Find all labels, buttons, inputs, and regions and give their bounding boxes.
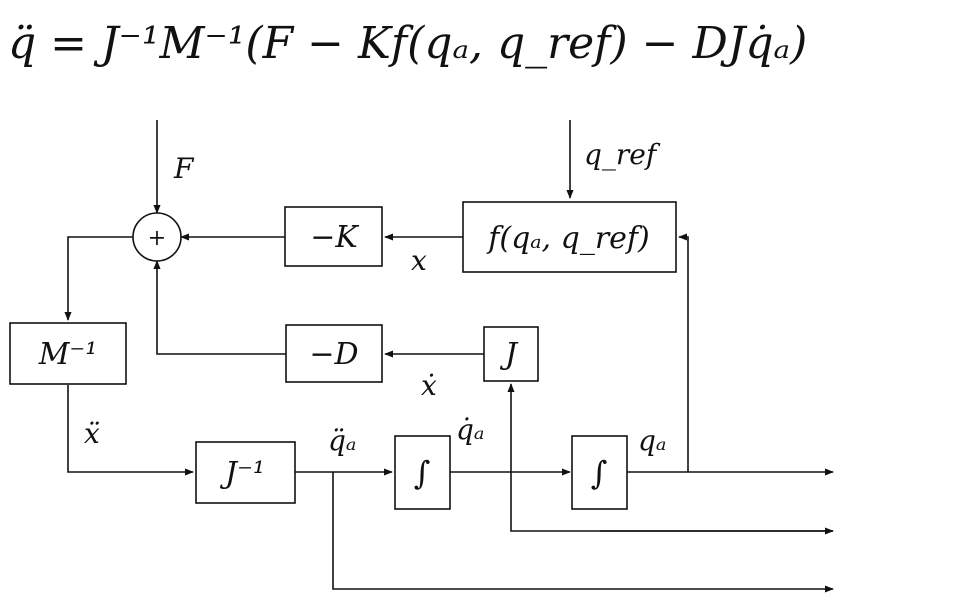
sum-junction: + [132,212,182,262]
qa-ddot-label: q̈ₐ [328,424,356,457]
sum-sign: + [148,226,166,251]
neg-k-label: −K [310,220,359,255]
integrator-2-label: ∫ [591,454,608,492]
x-label: x [411,244,427,277]
x-dot-label: ẋ [421,369,437,402]
reference-label: q_ref [584,138,661,171]
wire-negd-to-sum [153,260,286,355]
wire-qaddot-output [332,472,834,593]
wire-sum-to-minv [64,236,133,321]
neg-k-block: −K [284,206,383,267]
jacobian-block: J [483,326,539,382]
qa-label: qₐ [638,424,666,457]
wire-qa-feedback [678,233,689,472]
neg-d-label: −D [309,337,358,372]
j-inverse-block: J⁻¹ [195,441,296,504]
equation: q̈ = J⁻¹M⁻¹(F − Kf(qₐ, q_ref) − DJq̇ₐ) [8,18,807,69]
integrator-1-label: ∫ [414,454,431,492]
force-label: F [173,152,195,185]
x-ddot-label: ẍ [84,417,100,450]
m-inverse-label: M⁻¹ [38,337,98,372]
neg-d-block: −D [285,324,383,383]
integrator-1-block: ∫ [394,435,451,510]
wire-qadot-output [507,383,833,532]
j-inverse-label: J⁻¹ [219,456,265,491]
wire-minv-to-jinv [67,385,194,476]
integrator-2-block: ∫ [571,435,628,510]
f-block-label: f(qₐ, q_ref) [486,221,649,256]
f-block: f(qₐ, q_ref) [462,201,677,273]
qa-dot-label: q̇ₐ [456,413,484,446]
m-inverse-block: M⁻¹ [9,322,127,385]
